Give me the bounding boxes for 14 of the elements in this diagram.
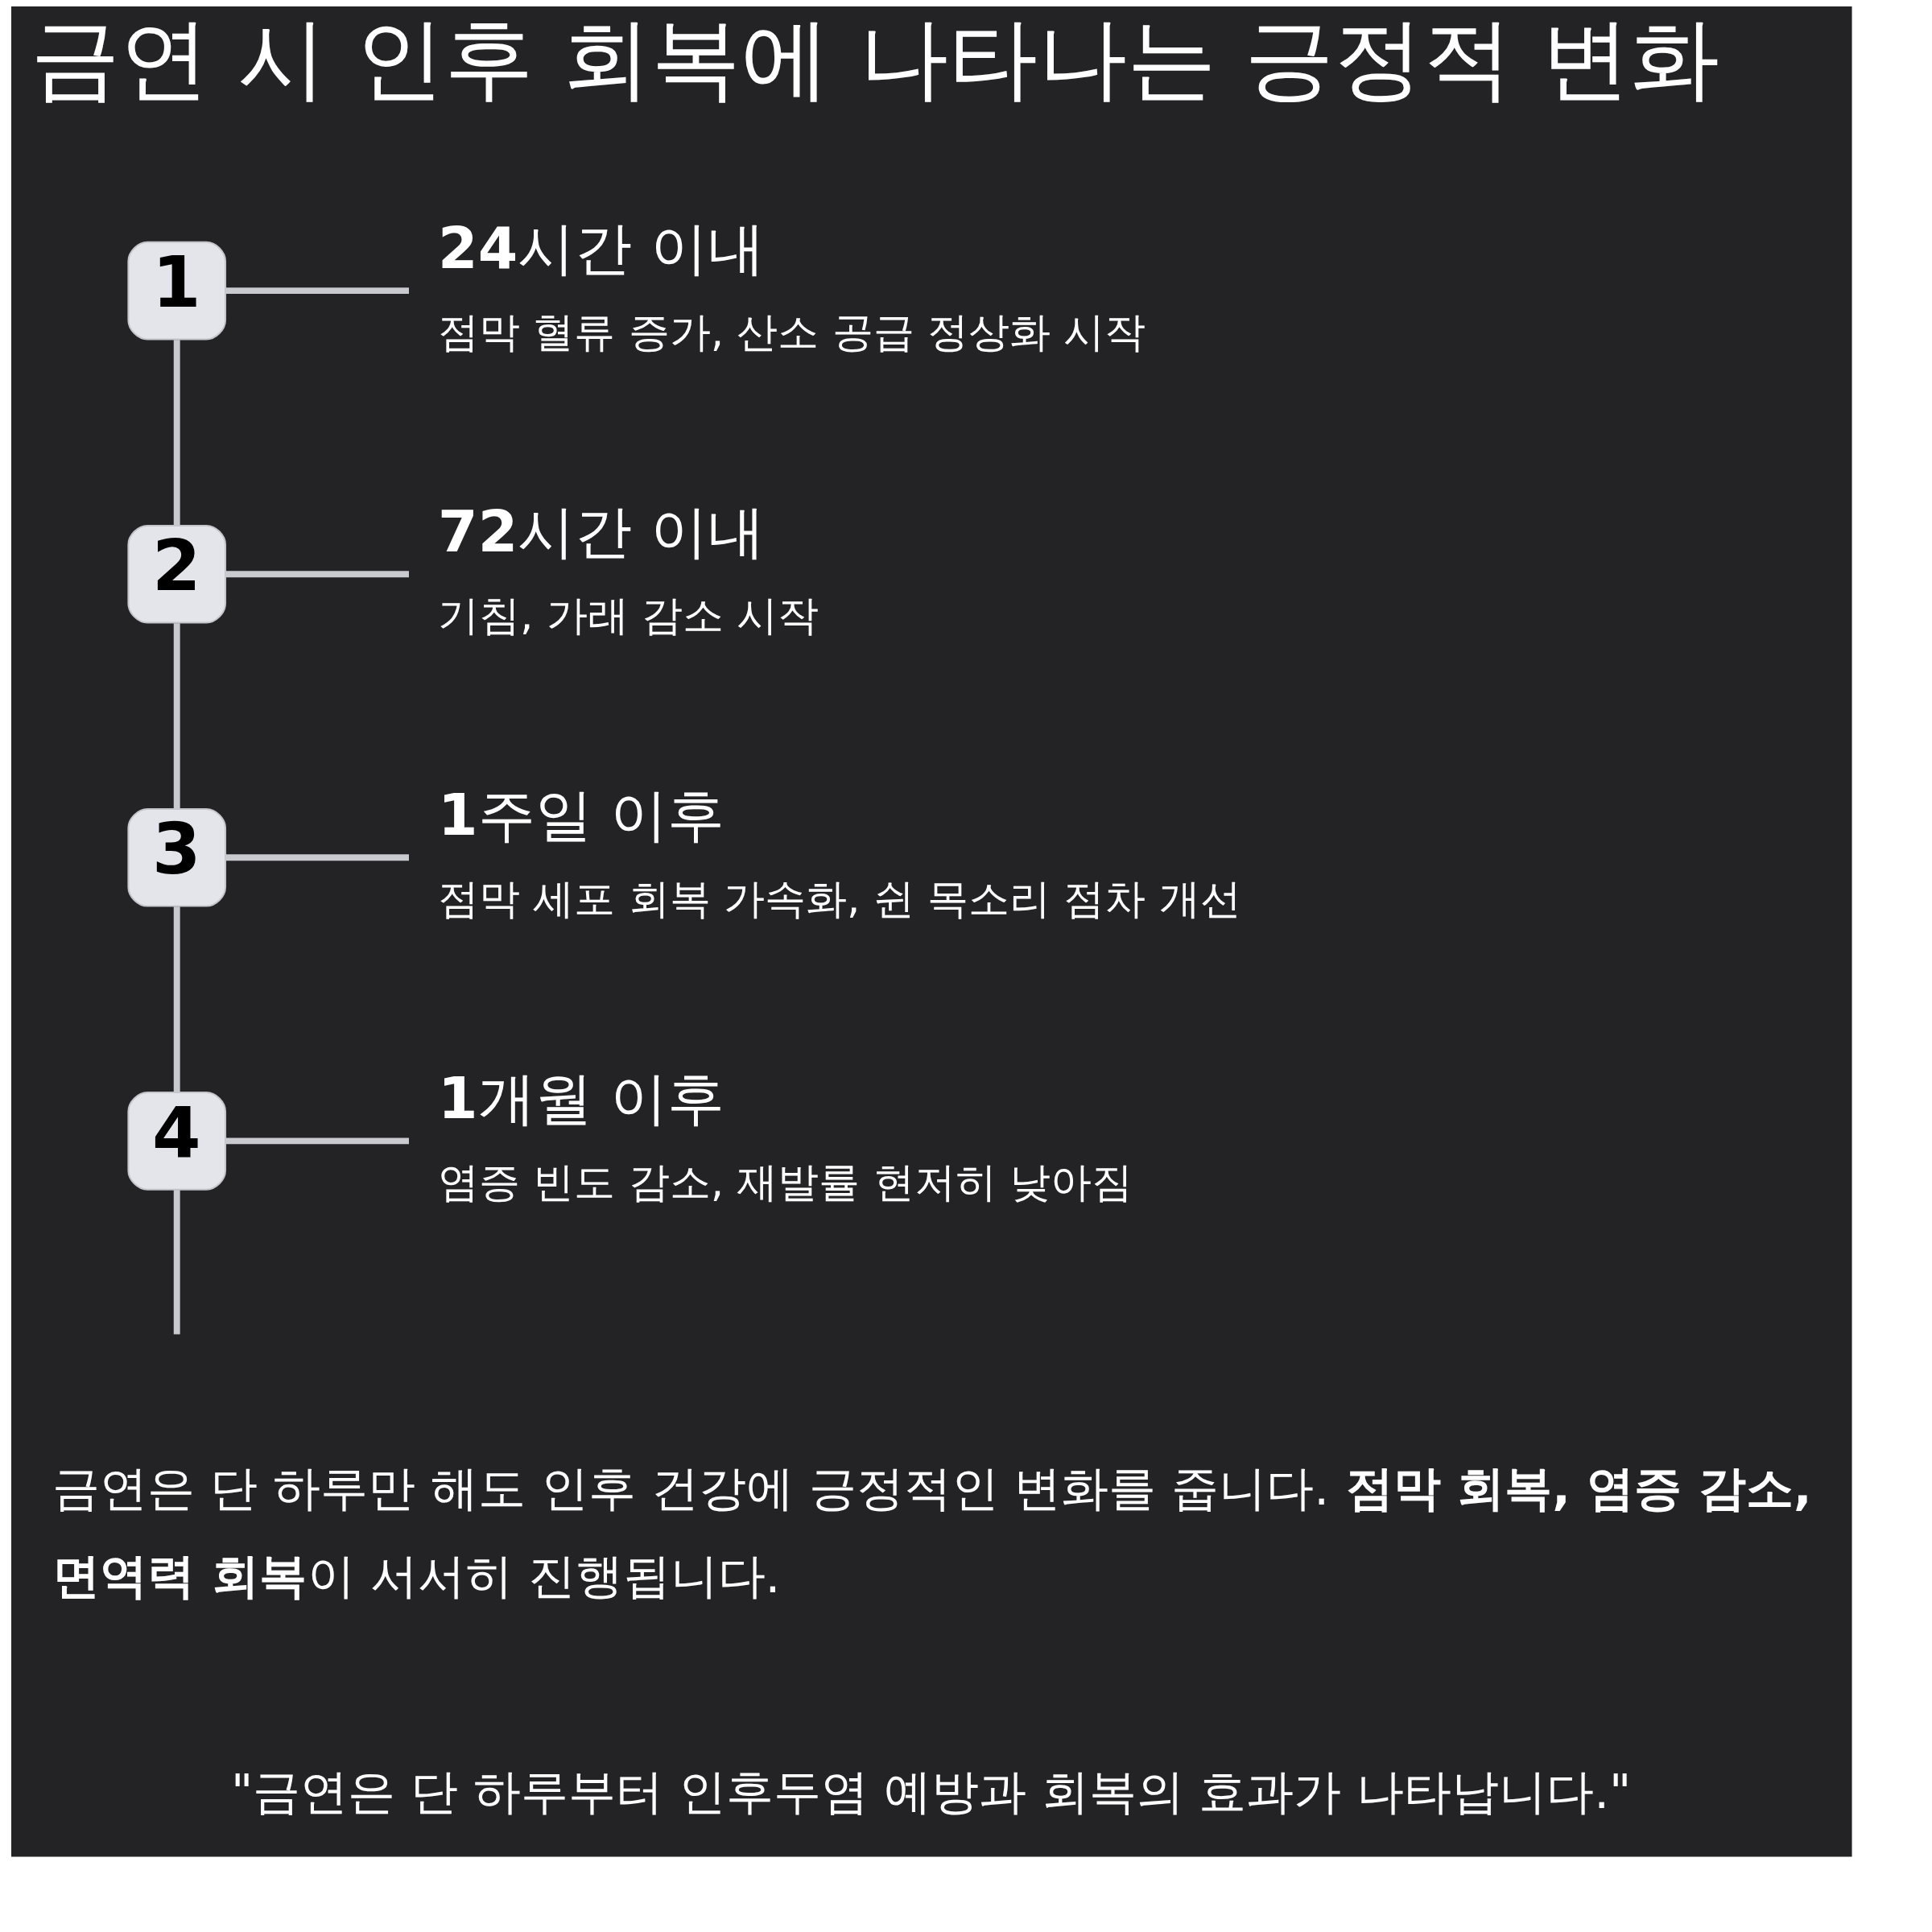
connector (173, 340, 180, 526)
node-box: 3 (127, 808, 227, 907)
node-text: 1주일 이후 점막 세포 회복 가속화, 쉰 목소리 점차 개선 (438, 782, 1241, 923)
node-box: 4 (127, 1092, 227, 1191)
node-text: 72시간 이내 기침, 가래 감소 시작 (438, 498, 819, 640)
node-text: 1개월 이후 염증 빈도 감소, 재발률 현저히 낮아짐 (438, 1065, 1133, 1207)
diagram-title: 금연 시 인후 회복에 나타나는 긍정적 변화 (30, 6, 1719, 110)
node-box: 2 (127, 524, 227, 624)
node-box: 1 (127, 241, 227, 341)
label: "금연은 단 하루부터 인후두염 예방과 회복의 효과가 나타납니다." (230, 1764, 1632, 1820)
label: 금연은 단 하루만 해도 인후 건강에 긍정적인 변화를 줍니다. 점막 회복, 염증 감소, 면역력 회복이 서서히 진행됩니다. (52, 1460, 1812, 1604)
connector (173, 906, 180, 1092)
connector (173, 623, 180, 809)
node-text: 24시간 이내 점막 혈류 증가, 산소 공급 정상화 시작 (438, 215, 1146, 356)
